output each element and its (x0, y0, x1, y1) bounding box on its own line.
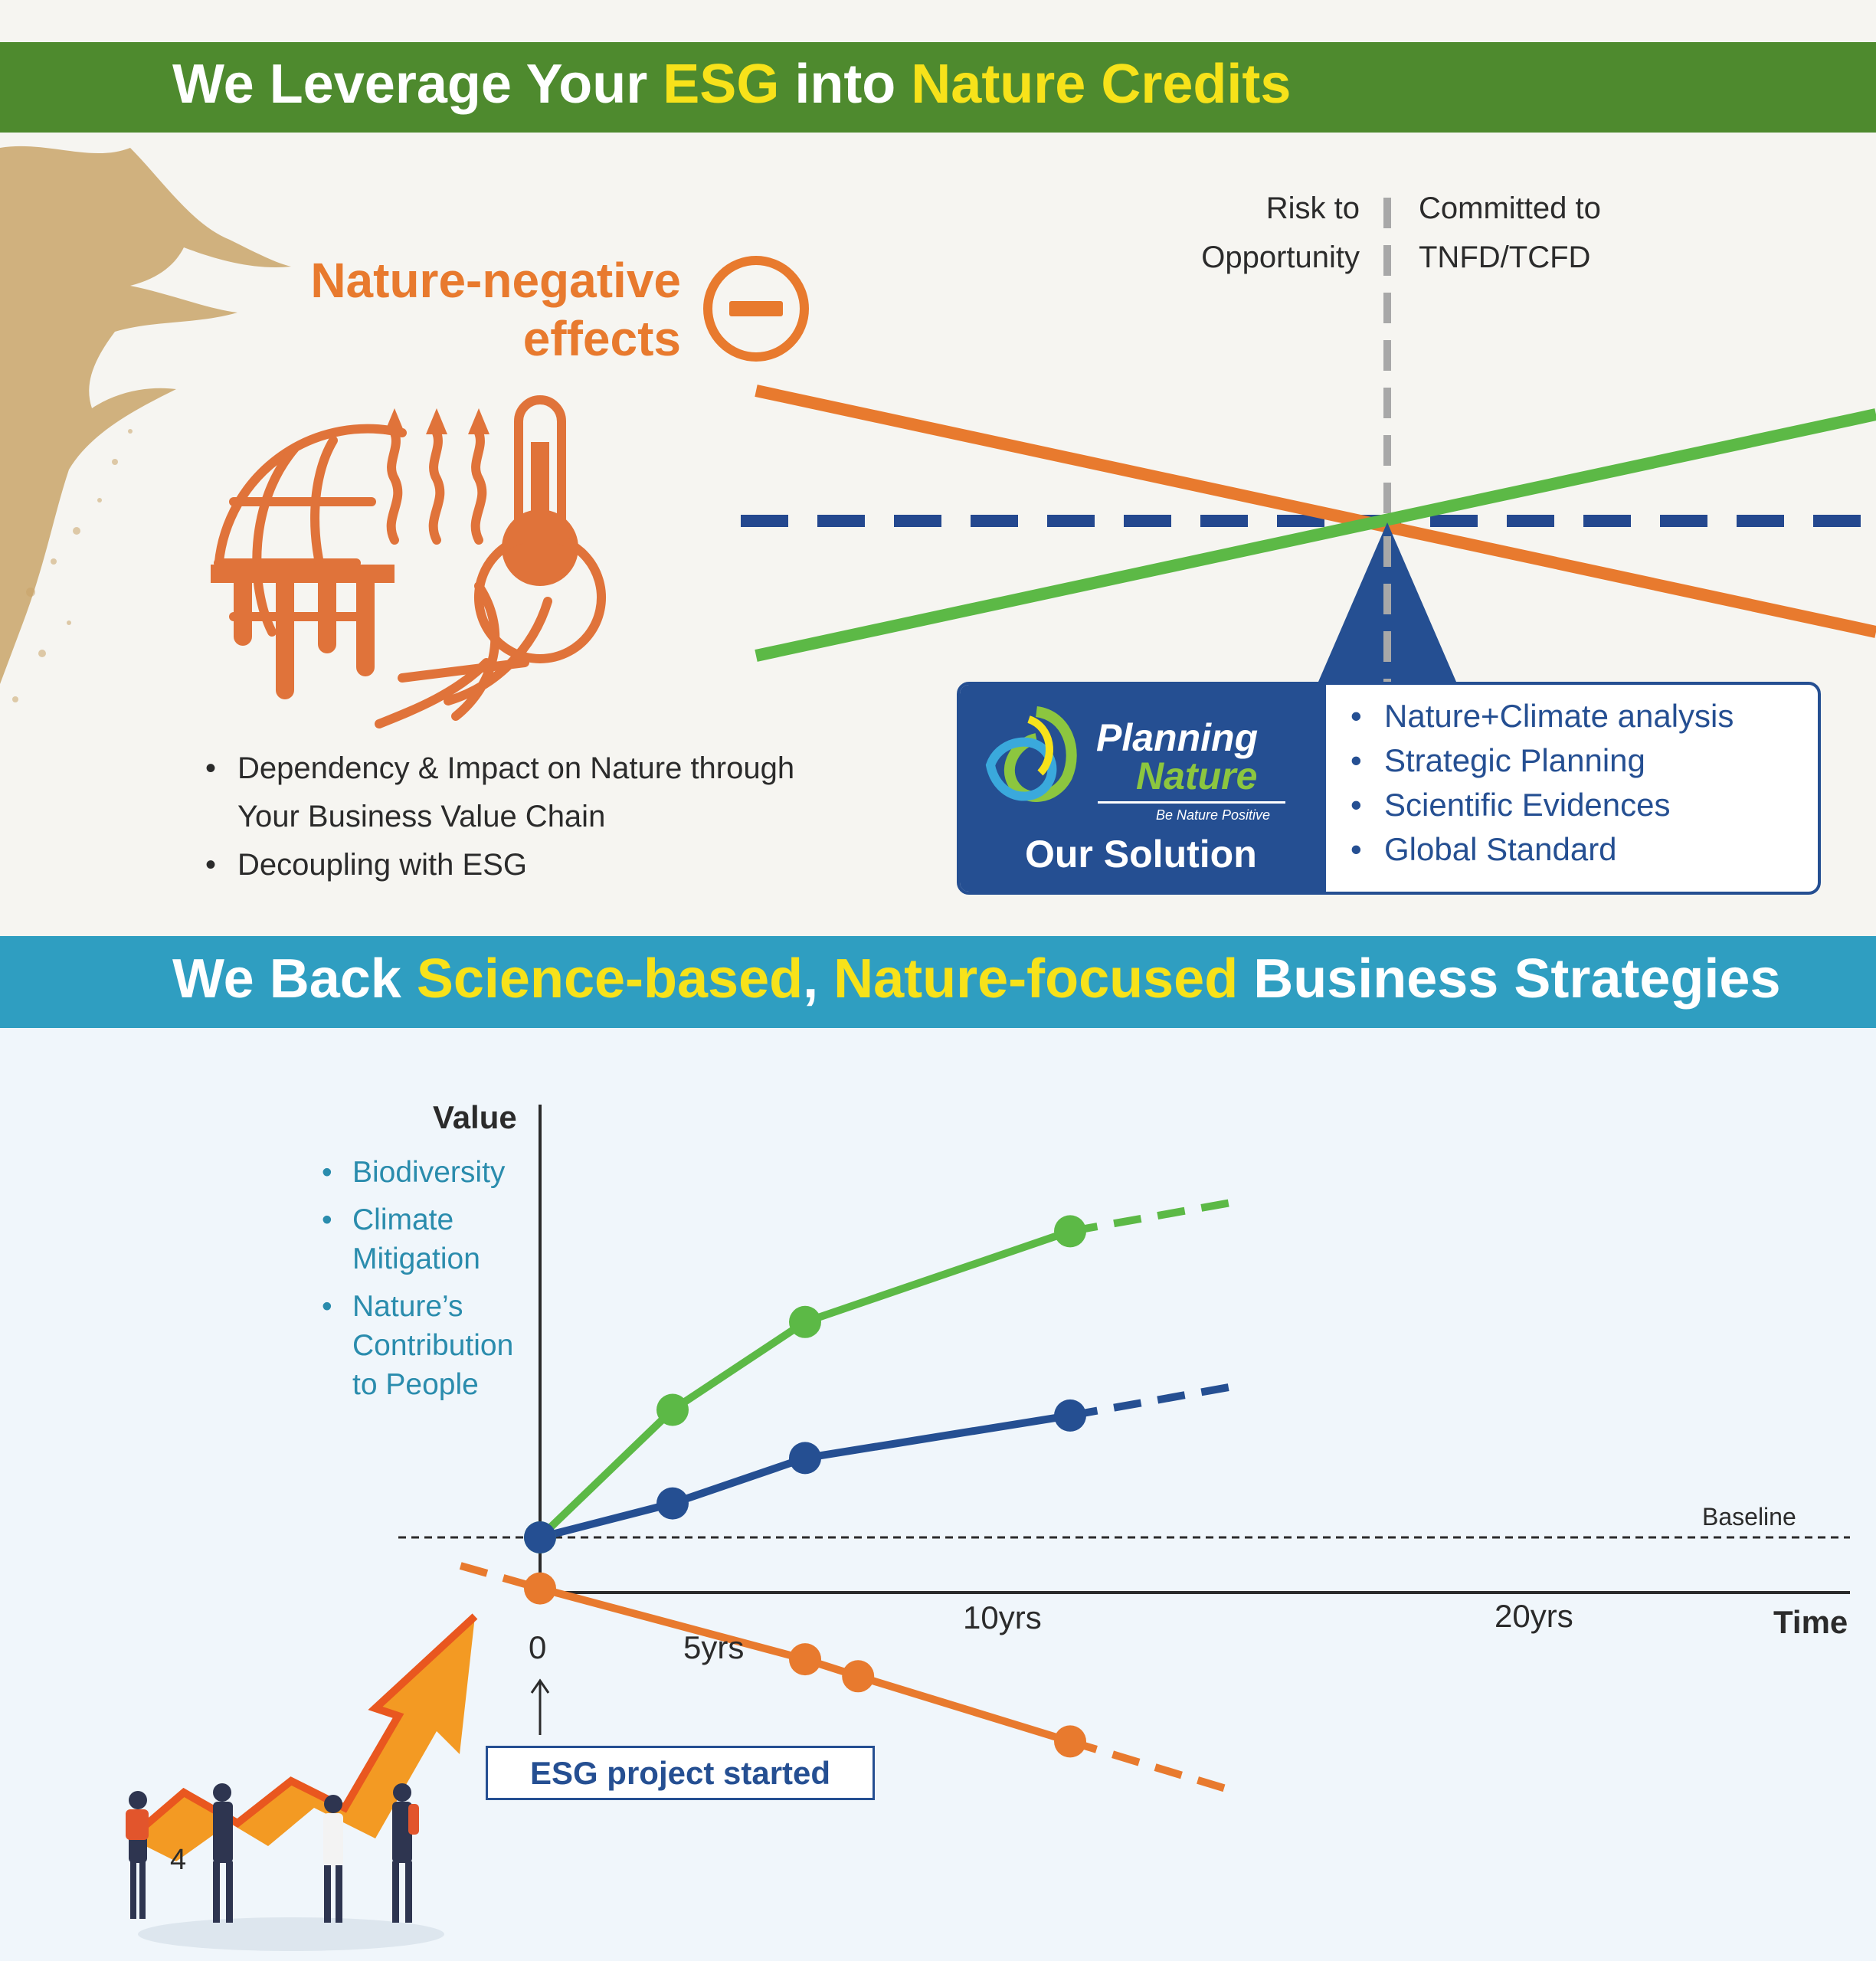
list-item: Dependency & Impact on Nature throughYou… (205, 745, 794, 841)
bottom-banner-title: We Back Science-based, Nature-focused Bu… (172, 948, 1781, 1010)
x-tick-label: 5yrs (683, 1629, 745, 1665)
series-point-0 (656, 1393, 689, 1426)
value-components-list: Biodiversity Climate Mitigation Nature’s… (322, 1153, 529, 1413)
bottom-banner: We Back Science-based, Nature-focused Bu… (0, 936, 1876, 1028)
committed-to-label: Committed to TNFD/TCFD (1419, 192, 1601, 274)
x-tick-label: 0 (529, 1629, 547, 1665)
series-projection-1 (1069, 1383, 1230, 1419)
esg-project-started-label: ESG project started (486, 1746, 875, 1800)
our-solution-label: Our Solution (1025, 833, 1257, 876)
series-point-0 (789, 1305, 821, 1338)
logo-tagline: Be Nature Positive (1156, 807, 1271, 823)
top-banner-title: We Leverage Your ESG into Nature Credits (172, 54, 1292, 115)
list-item: Global Standard (1351, 827, 1734, 872)
series-line-0 (537, 1227, 1072, 1540)
series-line-1 (539, 1411, 1071, 1541)
baseline-label: Baseline (1702, 1503, 1796, 1530)
solution-list: Nature+Climate analysis Strategic Planni… (1351, 694, 1734, 872)
y-axis-label: Value (433, 1099, 517, 1135)
risk-to-opportunity-label: Risk to Opportunity (1201, 192, 1360, 274)
x-tick-label: 10yrs (963, 1599, 1042, 1635)
team-growth-arrow-illustration: 4 (126, 1613, 478, 1951)
list-item: Climate Mitigation (322, 1200, 506, 1278)
list-item: Scientific Evidences (1351, 783, 1734, 827)
x-axis-label: Time (1773, 1604, 1848, 1640)
page-number: 4 (170, 1844, 186, 1876)
nature-negative-bullets: Dependency & Impact on Nature throughYou… (205, 745, 794, 889)
x-tick-label: 20yrs (1495, 1598, 1573, 1634)
series-point-2 (524, 1572, 556, 1605)
series-point-1 (656, 1487, 689, 1520)
list-item: Nature’s Contribution to People (322, 1287, 529, 1404)
series-projection-0 (1069, 1199, 1230, 1236)
series-point-1 (524, 1521, 556, 1553)
series-point-1 (789, 1442, 821, 1475)
series-projection-2 (1069, 1737, 1231, 1794)
sand-roots-decoration (0, 146, 291, 702)
list-item: Biodiversity (322, 1153, 529, 1192)
series-point-0 (1054, 1215, 1086, 1248)
seesaw-diagram (741, 198, 1876, 689)
series-point-2 (1054, 1725, 1086, 1758)
series-point-1 (1054, 1399, 1086, 1432)
seesaw-positive-line (755, 408, 1876, 662)
seesaw-negative-line (755, 385, 1876, 638)
series-point-2 (842, 1660, 875, 1693)
list-item: Decoupling with ESG (205, 841, 794, 889)
logo-divider (1098, 801, 1285, 804)
list-item: Strategic Planning (1351, 738, 1734, 783)
minus-icon (703, 256, 809, 362)
list-item: Nature+Climate analysis (1351, 694, 1734, 738)
nature-negative-title: Nature-negative effects (310, 253, 681, 366)
series-line-2 (539, 1584, 1072, 1746)
series-point-2 (789, 1643, 821, 1676)
logo-nature: Nature (1136, 755, 1258, 797)
value-time-chart (398, 1105, 1850, 1794)
up-arrow-icon (530, 1678, 550, 1735)
solution-logo-panel: Planning Nature Be Nature Positive Our S… (960, 685, 1326, 892)
solution-box: Planning Nature Be Nature Positive Our S… (957, 682, 1821, 895)
logo-planning: Planning (1096, 716, 1259, 759)
planning-nature-logo-icon (985, 706, 1077, 802)
top-banner: We Leverage Your ESG into Nature Credits (0, 42, 1876, 133)
globe-heat-thermometer-icon (211, 395, 606, 728)
